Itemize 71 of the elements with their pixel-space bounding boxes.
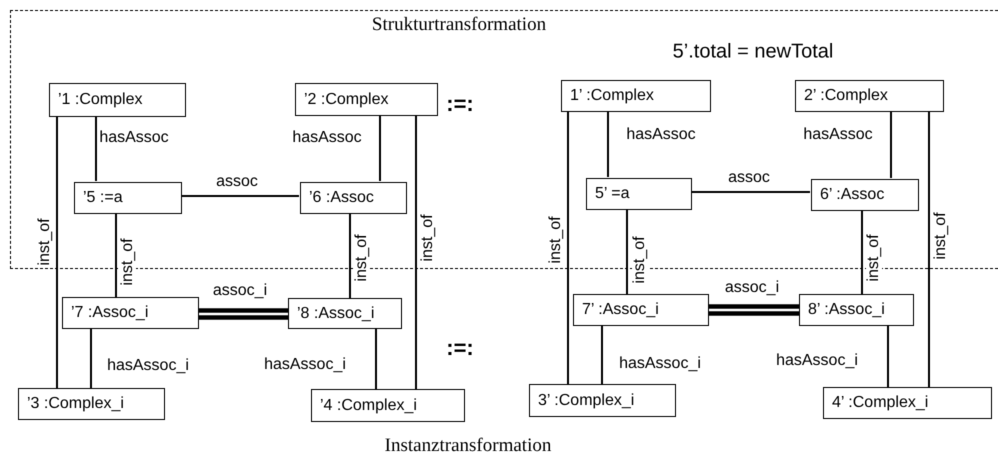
edge-label: inst_of xyxy=(37,217,53,267)
object-box xyxy=(300,182,407,214)
object-name: 5’ =a xyxy=(595,185,630,203)
connector-line xyxy=(90,329,92,388)
edge-label: hasAssoc_i xyxy=(106,358,190,374)
edge-label: assoc_i xyxy=(724,280,780,296)
object-box xyxy=(529,384,676,417)
edge-label: hasAssoc_i xyxy=(618,356,702,372)
object-box xyxy=(561,80,711,112)
object-name: 6’ :Assoc xyxy=(820,186,884,204)
region-title: Strukturtransformation xyxy=(372,14,546,36)
connector-line xyxy=(115,213,117,297)
object-box xyxy=(311,389,465,422)
connector-line xyxy=(95,116,97,181)
connector-line xyxy=(379,115,381,181)
edge-label: inst_of xyxy=(354,233,370,283)
object-name: ’5 :=a xyxy=(83,189,123,207)
edge-label: inst_of xyxy=(420,213,436,263)
object-name: ’6 :Assoc xyxy=(309,189,374,207)
object-name: 8’ :Assoc_i xyxy=(808,301,885,319)
connector-line xyxy=(706,304,802,316)
object-name: 2’ :Complex xyxy=(804,87,888,105)
connector-line xyxy=(861,210,863,294)
edge-label: inst_of xyxy=(632,235,648,285)
object-box xyxy=(586,178,692,210)
connector-line xyxy=(890,111,892,178)
connector-line xyxy=(375,329,377,389)
edge-label: hasAssoc_i xyxy=(263,357,347,373)
connector-line xyxy=(607,111,609,177)
object-name: ’8 :Assoc_i xyxy=(297,304,374,322)
edge-label: inst_of xyxy=(120,237,136,287)
object-name: 1’ :Complex xyxy=(570,87,654,105)
annotation: :=: xyxy=(446,335,474,361)
object-box xyxy=(49,83,186,117)
connector-line xyxy=(887,326,889,387)
object-box xyxy=(823,387,992,419)
object-box xyxy=(62,297,199,329)
connector-line xyxy=(626,209,628,294)
edge-label: assoc_i xyxy=(212,283,268,299)
connector-line xyxy=(181,195,299,197)
connector-line xyxy=(691,191,810,193)
object-box xyxy=(799,294,914,326)
object-box xyxy=(74,182,182,214)
object-box xyxy=(795,80,944,112)
object-name: ’7 :Assoc_i xyxy=(71,304,148,322)
annotation: 5’.total = newTotal xyxy=(672,40,834,64)
edge-label: inst_of xyxy=(866,233,882,283)
object-name: 4’ :Complex_i xyxy=(832,394,928,412)
object-box xyxy=(18,388,165,420)
object-box xyxy=(288,298,402,329)
object-name: 3’ :Complex_i xyxy=(538,392,634,410)
edge-label: inst_of xyxy=(548,215,564,265)
connector-line xyxy=(928,111,930,387)
edge-label: inst_of xyxy=(933,211,949,261)
object-name: ’1 :Complex xyxy=(58,91,142,109)
connector-line xyxy=(349,213,351,298)
annotation: :=: xyxy=(446,91,474,117)
edge-label: hasAssoc_i xyxy=(775,353,859,369)
connector-line xyxy=(415,115,417,389)
connector-line xyxy=(196,308,290,320)
object-name: ’3 :Complex_i xyxy=(27,395,124,413)
object-name: ’2 :Complex xyxy=(304,90,388,108)
object-box xyxy=(573,294,709,326)
caption: Instanztransformation xyxy=(384,435,552,457)
connector-line xyxy=(56,116,58,388)
object-name: ’4 :Complex_i xyxy=(320,396,417,414)
connector-line xyxy=(601,326,603,384)
connector-line xyxy=(567,111,569,384)
object-name: 7’ :Assoc_i xyxy=(582,301,659,319)
object-box xyxy=(295,83,438,116)
object-box xyxy=(811,179,919,211)
